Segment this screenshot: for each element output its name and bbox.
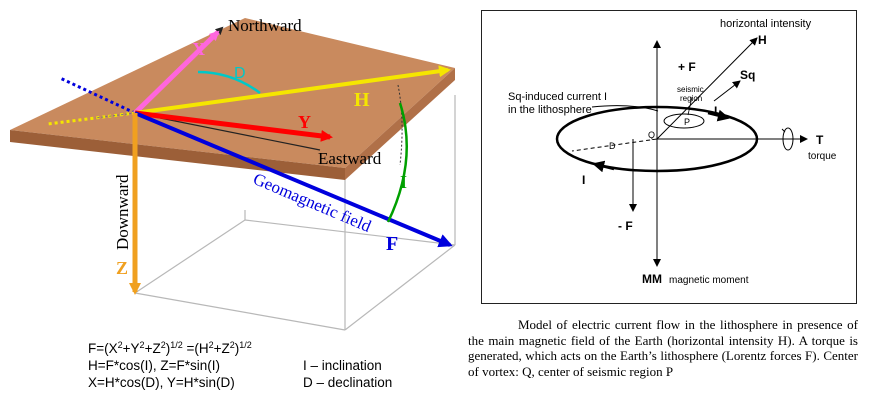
h-label-right: H	[758, 33, 767, 47]
i-left-label: I	[582, 173, 585, 187]
d-dashed-line	[571, 138, 658, 152]
lithosphere-current-diagram: horizontal intensity H + F Sq seismic re…	[508, 18, 837, 286]
declination-legend: D – declination	[303, 375, 393, 390]
y-arrow	[134, 110, 333, 142]
figure-caption: Model of electric current flow in the li…	[468, 317, 858, 379]
current-arrow-bottom	[592, 160, 615, 173]
eastward-label: Eastward	[318, 149, 382, 168]
formula-block: F=(X2+Y2+Z2)1/2 =(H2+Z2)1/2 H=F*cos(I), …	[88, 340, 428, 391]
f-arrow	[134, 111, 453, 248]
y-label: Y	[298, 112, 311, 132]
seismic-region-loop	[663, 113, 705, 129]
t-label: T	[816, 133, 824, 147]
d-arc	[197, 70, 261, 95]
magnetic-moment-label: magnetic moment	[669, 275, 749, 286]
formula-line-2: H=F*cos(I), Z=F*sin(I)I – inclination	[88, 358, 382, 373]
sq-arrow	[713, 80, 741, 102]
dotted-axis-line	[94, 112, 136, 119]
h-label: H	[354, 89, 370, 111]
torque-rotation-icon	[782, 127, 794, 151]
d-label: D	[234, 65, 246, 82]
formula-line-1: F=(X2+Y2+Z2)1/2 =(H2+Z2)1/2	[88, 340, 252, 357]
d-label-right: D	[609, 141, 616, 151]
sq-current-label-2: in the lithosphere	[508, 104, 592, 116]
mm-label: MM	[642, 272, 662, 286]
geomagnetic-field-label: Geomagnetic field	[250, 169, 374, 236]
sq-current-label-1: Sq-induced current I	[508, 91, 607, 103]
h-arrow	[134, 65, 451, 115]
northward-label: Northward	[228, 16, 302, 35]
formula-line-3: X=H*cos(D), Y=H*sin(D)D – declination	[88, 375, 393, 390]
x-arrow	[133, 30, 220, 115]
q-label: Q	[648, 130, 655, 140]
torque-label: torque	[808, 151, 837, 162]
downward-label: Downward	[113, 174, 132, 250]
current-arrow-top	[707, 109, 730, 122]
inclination-legend: I – inclination	[303, 358, 382, 373]
i-label: I	[400, 172, 407, 192]
plus-f-label: + F	[678, 60, 696, 74]
h-plane-line	[397, 84, 403, 166]
geomagnetic-components-diagram: Northward X D H Y Eastward I Geomagnetic…	[10, 16, 456, 331]
dotted-yellow-line	[47, 111, 136, 126]
seismic-pointer	[687, 96, 693, 116]
x-label: X	[192, 39, 205, 59]
sq-current-pointer	[591, 105, 659, 112]
i-top-label: I	[714, 104, 717, 118]
dotted-blue-line	[59, 76, 136, 115]
p-label: P	[684, 117, 690, 127]
i-arc	[386, 102, 408, 223]
sq-label: Sq	[740, 68, 755, 82]
horizontal-intensity-label: horizontal intensity	[720, 18, 812, 30]
z-label: Z	[116, 258, 128, 278]
seismic-label-1: seismic	[677, 85, 704, 94]
seismic-label-2: region	[680, 94, 702, 103]
minus-f-label: - F	[618, 219, 633, 233]
lithosphere-current-model-panel: horizontal intensity H + F Sq seismic re…	[481, 10, 857, 304]
h-axis	[656, 37, 758, 140]
f-label: F	[386, 233, 398, 255]
